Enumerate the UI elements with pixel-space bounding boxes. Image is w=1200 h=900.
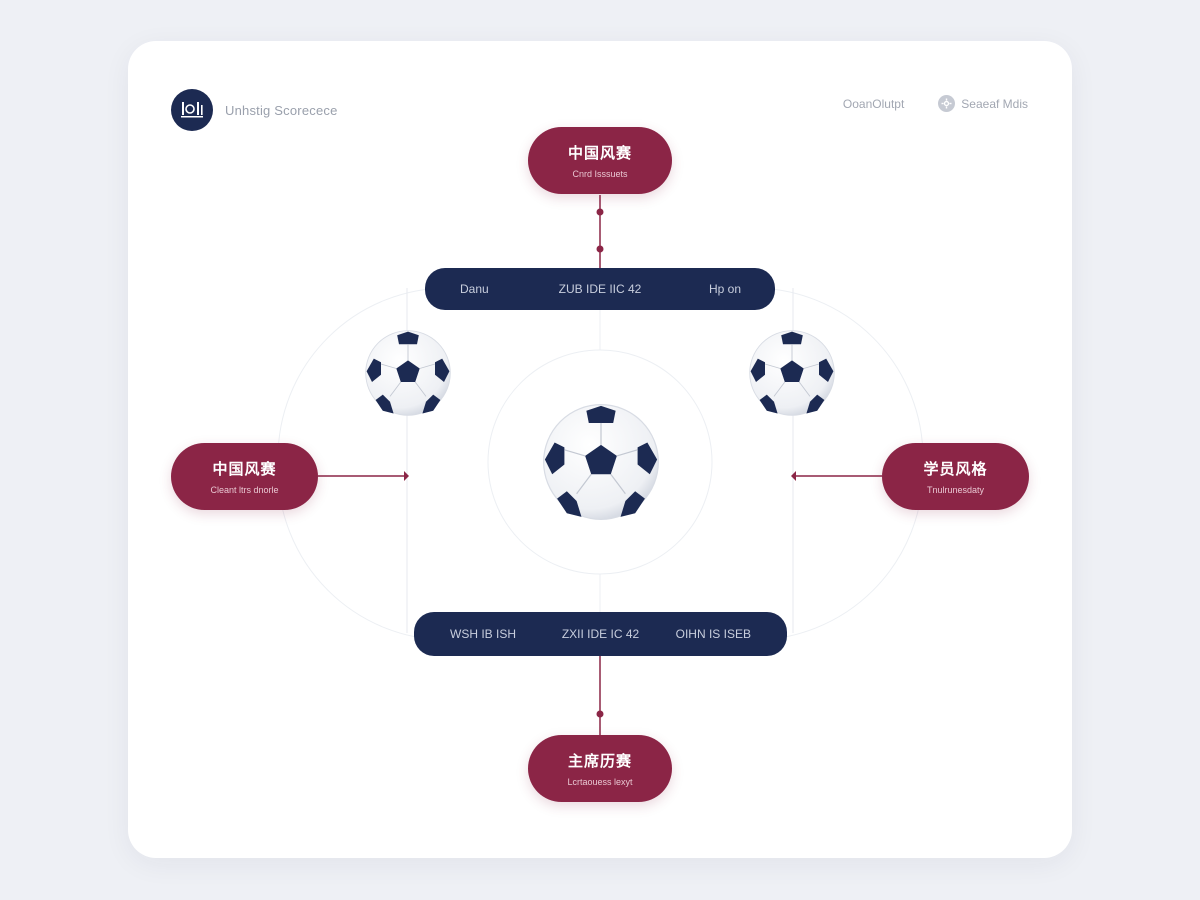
header-links: OoanOlutpt Seaeaf Mdis	[843, 95, 1028, 112]
node-right[interactable]: 学员风格 Tnulrunesdaty	[882, 443, 1029, 510]
soccer-ball-icon	[749, 330, 835, 416]
soccer-ball-icon	[365, 330, 451, 416]
node-bottom-title: 主席历赛	[567, 753, 632, 770]
header-link-output-label: OoanOlutpt	[842, 96, 905, 111]
node-left-subtitle: Cleant ltrs dnorle	[210, 485, 279, 495]
top-connector-dot-1	[596, 208, 604, 216]
brand-logo-icon	[171, 89, 213, 131]
node-left-title: 中国风赛	[212, 461, 277, 478]
node-bottom-subtitle: Lcrtaouess lexyt	[567, 777, 633, 787]
node-top[interactable]: 中国风赛 Cnrd Isssuets	[528, 127, 672, 194]
soccer-ball-icon	[543, 404, 659, 520]
node-right-title: 学员风格	[923, 461, 988, 478]
node-left[interactable]: 中国风赛 Cleant ltrs dnorle	[171, 443, 318, 510]
node-right-subtitle: Tnulrunesdaty	[926, 485, 985, 495]
brand-name: Unhstig Scorecece	[225, 102, 338, 118]
top-connector-dot-2	[596, 245, 604, 253]
header-link-settings[interactable]: Seaeaf Mdis	[938, 95, 1028, 112]
left-connector-arrow	[404, 471, 409, 481]
node-top-subtitle: Cnrd Isssuets	[572, 169, 628, 179]
top-bar[interactable]: Danu ZUB IDE IIC 42 Hp on	[425, 268, 775, 310]
bottom-connector-dot	[596, 710, 604, 718]
bottom-bar-right: OIHN IS ISEB	[675, 627, 751, 641]
right-connector-arrow	[791, 471, 796, 481]
diagram-card: Unhstig Scorecece OoanOlutpt Seaeaf Mdis…	[128, 41, 1072, 858]
top-bar-right: Hp on	[708, 282, 741, 296]
node-bottom[interactable]: 主席历赛 Lcrtaouess lexyt	[528, 735, 672, 802]
bottom-bar-center: ZXII IDE IC 42	[561, 627, 640, 641]
node-top-title: 中国风赛	[567, 145, 632, 162]
bottom-bar-left: WSH IB ISH	[450, 627, 517, 641]
top-bar-left: Danu	[460, 282, 489, 296]
top-bar-center: ZUB IDE IIC 42	[558, 282, 642, 296]
header-link-settings-label: Seaeaf Mdis	[961, 96, 1028, 111]
bottom-bar[interactable]: WSH IB ISH ZXII IDE IC 42 OIHN IS ISEB	[414, 612, 787, 656]
brand: Unhstig Scorecece	[171, 89, 338, 131]
header-link-output[interactable]: OoanOlutpt	[843, 97, 904, 111]
settings-icon	[938, 95, 956, 112]
